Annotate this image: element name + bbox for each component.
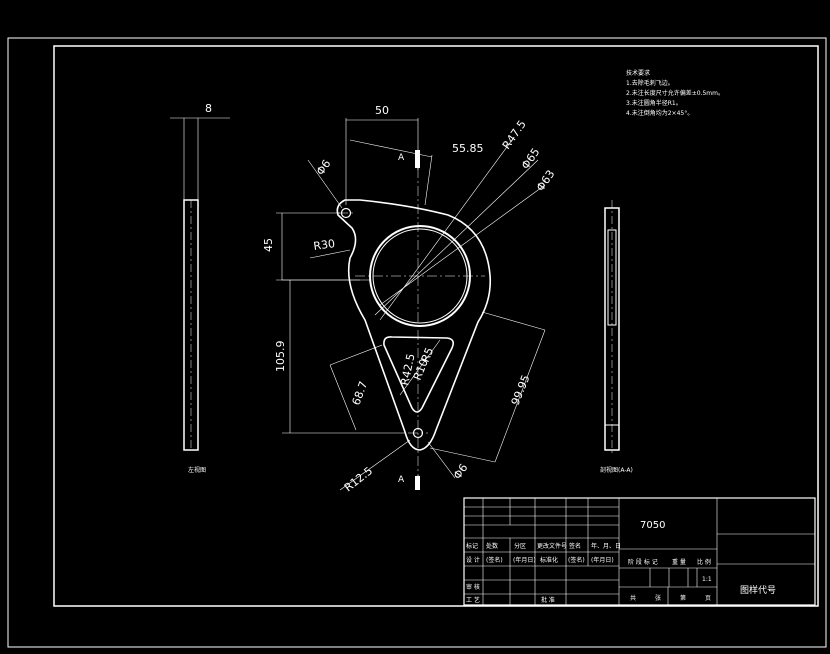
- dim-r12: R12.5: [342, 464, 375, 494]
- dim-dia6-bottom: Φ6: [451, 461, 471, 481]
- tb-ratio: 比 例: [697, 558, 711, 566]
- inner-frame: [53, 45, 819, 607]
- section-mark-bottom: A: [398, 475, 405, 485]
- dim-height-45: 45: [262, 238, 275, 252]
- tb-approve: 批 准: [541, 596, 555, 604]
- dim-width: 50: [375, 104, 389, 117]
- tb-label-date: 年、月、日: [591, 542, 621, 550]
- tb-design-date: (年月日): [513, 556, 536, 564]
- tb-design-sign: (签名): [486, 556, 503, 564]
- note-line-1: 1.去除毛刺飞边。: [626, 79, 674, 87]
- tb-sheets-total: 共: [630, 594, 636, 602]
- left-view: 8 左视图: [170, 102, 230, 474]
- section-view-label: 剖视图(A-A): [600, 466, 633, 474]
- drawing-code: 图样代号: [740, 584, 776, 596]
- dimension-texts: 50 55.85 R47.5 Φ65 Φ63 Φ6 R30 45 105.9 R…: [262, 104, 557, 494]
- tb-process: 工 艺: [466, 596, 480, 604]
- note-line-3: 3.未注圆角半径R1。: [626, 99, 682, 107]
- tb-standard-sign: (签名): [568, 556, 585, 564]
- dim-len99: 99.95: [509, 373, 533, 407]
- dim-len68: 68.7: [350, 380, 371, 407]
- title-block-text: 7050 图样代号 1:1 标记 处数 分区 更改文件号 签名 年、月、日 设 …: [466, 520, 776, 604]
- dim-r30: R30: [313, 237, 336, 253]
- dim-height-105: 105.9: [274, 341, 287, 373]
- tb-label-sign: 签名: [569, 542, 581, 550]
- part-outline: [336, 199, 492, 451]
- dim-dia6-top: Φ6: [314, 157, 334, 177]
- tb-sheet-no: 第: [680, 594, 686, 602]
- dim-r5: R5: [419, 346, 437, 364]
- technical-notes: 技术要求 1.去除毛刺飞边。 2.未注长度尺寸允许偏差±0.5mm。 3.未注圆…: [626, 69, 724, 117]
- tb-design: 设 计: [466, 556, 480, 564]
- main-part: [336, 199, 492, 451]
- triangular-cutout: [383, 336, 454, 413]
- section-mark-top: A: [398, 153, 405, 163]
- tb-standard-date: (年月日): [591, 556, 614, 564]
- dimension-lines: [276, 118, 546, 491]
- tb-label-count: 处数: [486, 542, 498, 550]
- notes-title: 技术要求: [626, 69, 650, 77]
- note-line-4: 4.未注倒角均为2×45°。: [626, 109, 693, 117]
- dim-thickness: 8: [205, 102, 212, 115]
- dim-dia65: Φ65: [519, 146, 543, 172]
- section-marks: A A: [398, 150, 420, 490]
- note-line-2: 2.未注长度尺寸允许偏差±0.5mm。: [626, 89, 724, 97]
- dim-hole-distance: 55.85: [452, 142, 484, 155]
- tb-weight: 重 量: [672, 558, 686, 566]
- outer-frame: [7, 37, 827, 648]
- tb-review: 审 核: [466, 583, 480, 591]
- tb-page: 页: [705, 595, 711, 602]
- center-lines: [338, 150, 485, 480]
- tb-label-change: 更改文件号: [537, 542, 567, 550]
- left-view-label: 左视图: [188, 466, 206, 474]
- tb-sheets-unit: 张: [655, 594, 661, 602]
- material-value: 7050: [640, 520, 665, 531]
- title-block: [463, 497, 816, 606]
- section-view: 剖视图(A-A): [600, 200, 633, 474]
- dim-r47: R47.5: [500, 118, 529, 152]
- tb-standard: 标准化: [540, 556, 558, 564]
- tb-stage: 阶 段 标 记: [628, 558, 658, 566]
- dim-dia63: Φ63: [534, 168, 558, 194]
- tb-label-zone: 分区: [514, 542, 526, 550]
- tb-label-mark: 标记: [466, 542, 478, 550]
- scale-value: 1:1: [702, 576, 712, 583]
